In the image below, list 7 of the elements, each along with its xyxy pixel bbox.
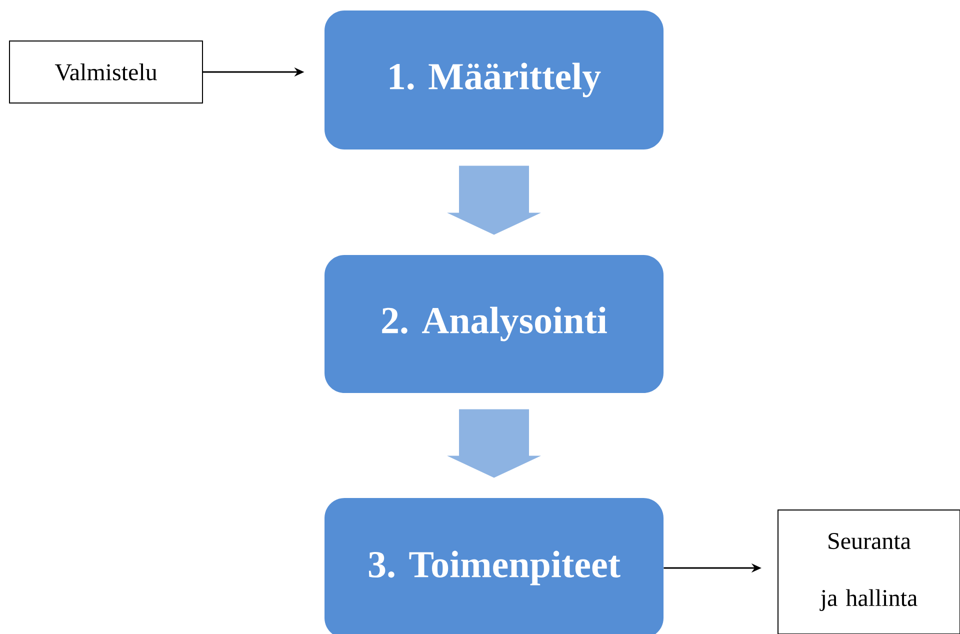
process-box: 1. Määrittely: [324, 10, 664, 150]
text-box: Valmistelu: [9, 40, 203, 104]
block-arrow: [447, 166, 541, 235]
process-box: 3. Toimenpiteet: [324, 498, 664, 634]
text-box: Seuranta ja hallinta: [778, 510, 960, 634]
process-box: 2. Analysointi: [324, 255, 664, 393]
block-arrow: [447, 409, 541, 478]
